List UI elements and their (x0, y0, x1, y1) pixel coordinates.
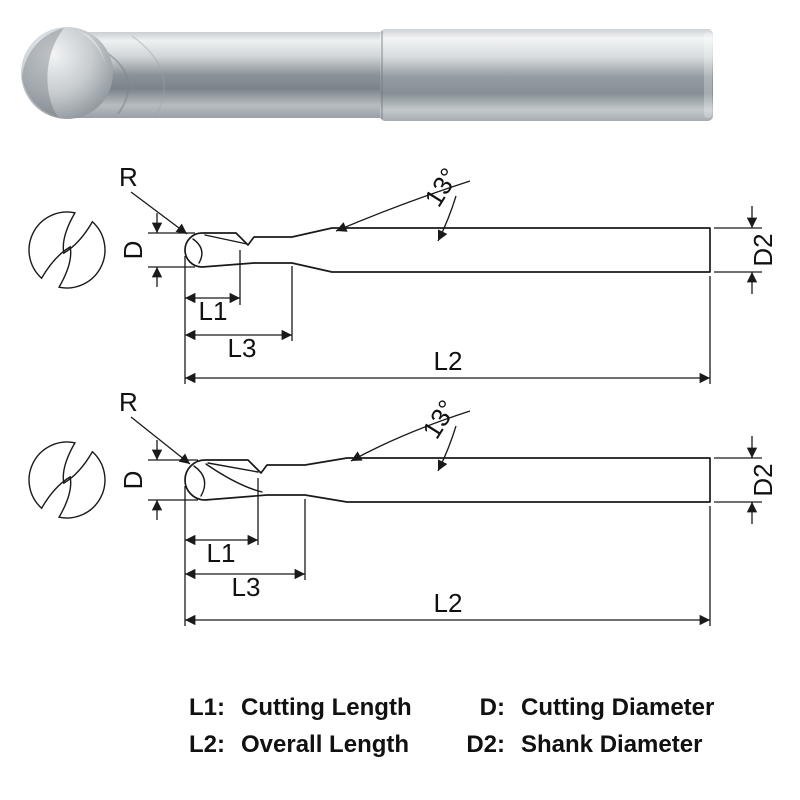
flute-face-line (207, 462, 259, 473)
dim-cutting-diameter: D (118, 213, 195, 287)
r-leader-line (130, 191, 188, 235)
legend-row: L2: Overall Length D2: Shank Diameter (0, 731, 800, 759)
side-view-profile (184, 227, 711, 273)
label-radius: R (119, 387, 138, 417)
label-taper-angle: 13° (418, 163, 464, 212)
side-view-profile (184, 457, 711, 503)
legend-key-d2: D2: (466, 731, 505, 758)
label-radius: R (119, 162, 138, 192)
profile-outline (184, 457, 711, 503)
angle-callout: 13° (335, 163, 471, 242)
end-view (28, 441, 106, 519)
legend: L1: Cutting Length D: Cutting Diameter L… (0, 694, 800, 768)
length-dimensions: L1 L3 L2 (184, 478, 711, 626)
label-cutting-length: L1 (207, 538, 236, 568)
label-neck-length: L3 (232, 572, 261, 602)
label-cutting-diameter: D (118, 471, 148, 490)
legend-key-l2: L2: (189, 731, 225, 758)
angle-arc (335, 180, 471, 232)
label-overall-length: L2 (434, 346, 463, 376)
drawing-top: R D 13° D2 (28, 162, 778, 384)
end-view-flutes (28, 441, 106, 519)
label-neck-length: L3 (228, 333, 257, 363)
angle-arc-short (437, 425, 457, 472)
end-view-flutes (28, 211, 106, 289)
legend-value-shank-diameter: Shank Diameter (521, 731, 703, 758)
legend-value-overall-length: Overall Length (241, 731, 410, 758)
label-cutting-diameter: D (118, 241, 148, 260)
legend-value-cutting-diameter: Cutting Diameter (521, 694, 715, 721)
end-view (28, 211, 106, 289)
ball-cutting-edge (192, 238, 203, 264)
photo-ball-flute-shadow (22, 28, 64, 117)
dim-shank-diameter: D2 (714, 436, 778, 524)
legend-value-cutting-length: Cutting Length (241, 694, 412, 721)
photo-shank-end-light (704, 32, 712, 118)
ball-cutting-edge (193, 465, 206, 497)
angle-callout: 13° (350, 395, 471, 472)
dim-cutting-diameter: D (118, 440, 198, 520)
profile-outline (184, 227, 711, 273)
r-leader-line (130, 416, 191, 465)
photo-ball-highlight (76, 30, 108, 76)
photo-shank (380, 29, 713, 121)
r-callout: R (119, 162, 188, 235)
angle-arc-short (437, 195, 457, 242)
label-cutting-length: L1 (199, 296, 228, 326)
dim-shank-diameter: D2 (714, 206, 778, 294)
label-shank-diameter: D2 (748, 233, 778, 266)
flute-face-line (204, 234, 248, 245)
drawing-bottom: R D 13° D2 (28, 387, 778, 626)
photo-flute-spiral-2 (131, 35, 165, 117)
label-shank-diameter: D2 (748, 463, 778, 496)
endmill-photo (21, 27, 713, 121)
legend-key-d: D: (479, 694, 505, 721)
photo-ball-nose (21, 27, 113, 119)
photo-cutter-body (75, 32, 385, 118)
label-overall-length: L2 (434, 588, 463, 618)
label-taper-angle: 13° (416, 395, 462, 444)
legend-row: L1: Cutting Length D: Cutting Diameter (0, 694, 800, 722)
r-callout: R (119, 387, 191, 465)
angle-arc (350, 410, 471, 462)
legend-key-l1: L1: (189, 694, 225, 721)
diagram-canvas: R D 13° D2 (21, 27, 778, 626)
length-dimensions: L1 L3 L2 (184, 250, 711, 384)
